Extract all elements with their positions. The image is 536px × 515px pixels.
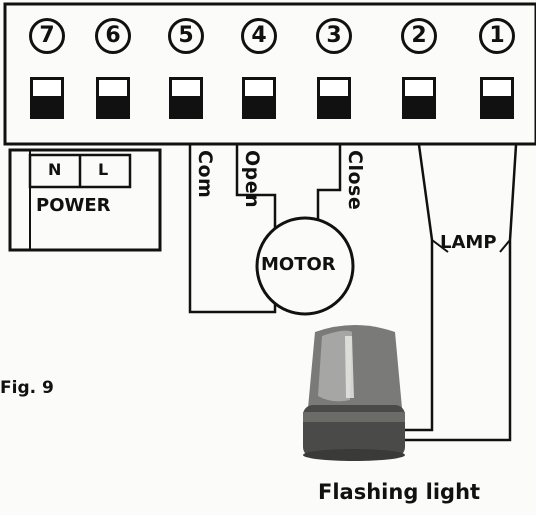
flashing-light-icon (303, 325, 405, 461)
terminal-6-number: 6 (95, 18, 131, 54)
terminal-4-number: 4 (241, 18, 277, 54)
terminal-5-screw (169, 77, 203, 119)
lamp-wire-left (400, 144, 434, 432)
terminal-2-screw (402, 77, 436, 119)
terminal-5-number: 5 (168, 18, 204, 54)
terminal-1-number: 1 (479, 18, 515, 54)
open-wire (235, 145, 277, 240)
lamp-label: LAMP (440, 232, 497, 253)
terminal-4-screw (242, 77, 276, 119)
com-label: Com (194, 150, 216, 199)
lamp-wire-right (398, 144, 518, 442)
power-box (8, 148, 162, 252)
terminal-3-screw (317, 77, 351, 119)
power-live-label: L (98, 160, 109, 179)
motor-label: MOTOR (261, 254, 336, 275)
terminal-6-screw (96, 77, 130, 119)
power-label: POWER (36, 195, 111, 216)
terminal-1-screw (480, 77, 514, 119)
terminal-7-number: 7 (29, 18, 65, 54)
flashing-light-caption: Flashing light (318, 480, 481, 504)
close-wire (316, 145, 342, 240)
motor-circle (255, 216, 355, 316)
terminal-7-screw (30, 77, 64, 119)
figure-label: Fig. 9 (0, 378, 54, 398)
terminal-2-number: 2 (401, 18, 437, 54)
lamp-brace-left (431, 239, 449, 253)
open-label: Open (241, 150, 263, 209)
terminal-3-number: 3 (316, 18, 352, 54)
power-neutral-label: N (48, 160, 62, 179)
close-label: Close (344, 150, 366, 211)
terminal-block (3, 2, 536, 146)
lamp-brace-right (499, 239, 511, 253)
